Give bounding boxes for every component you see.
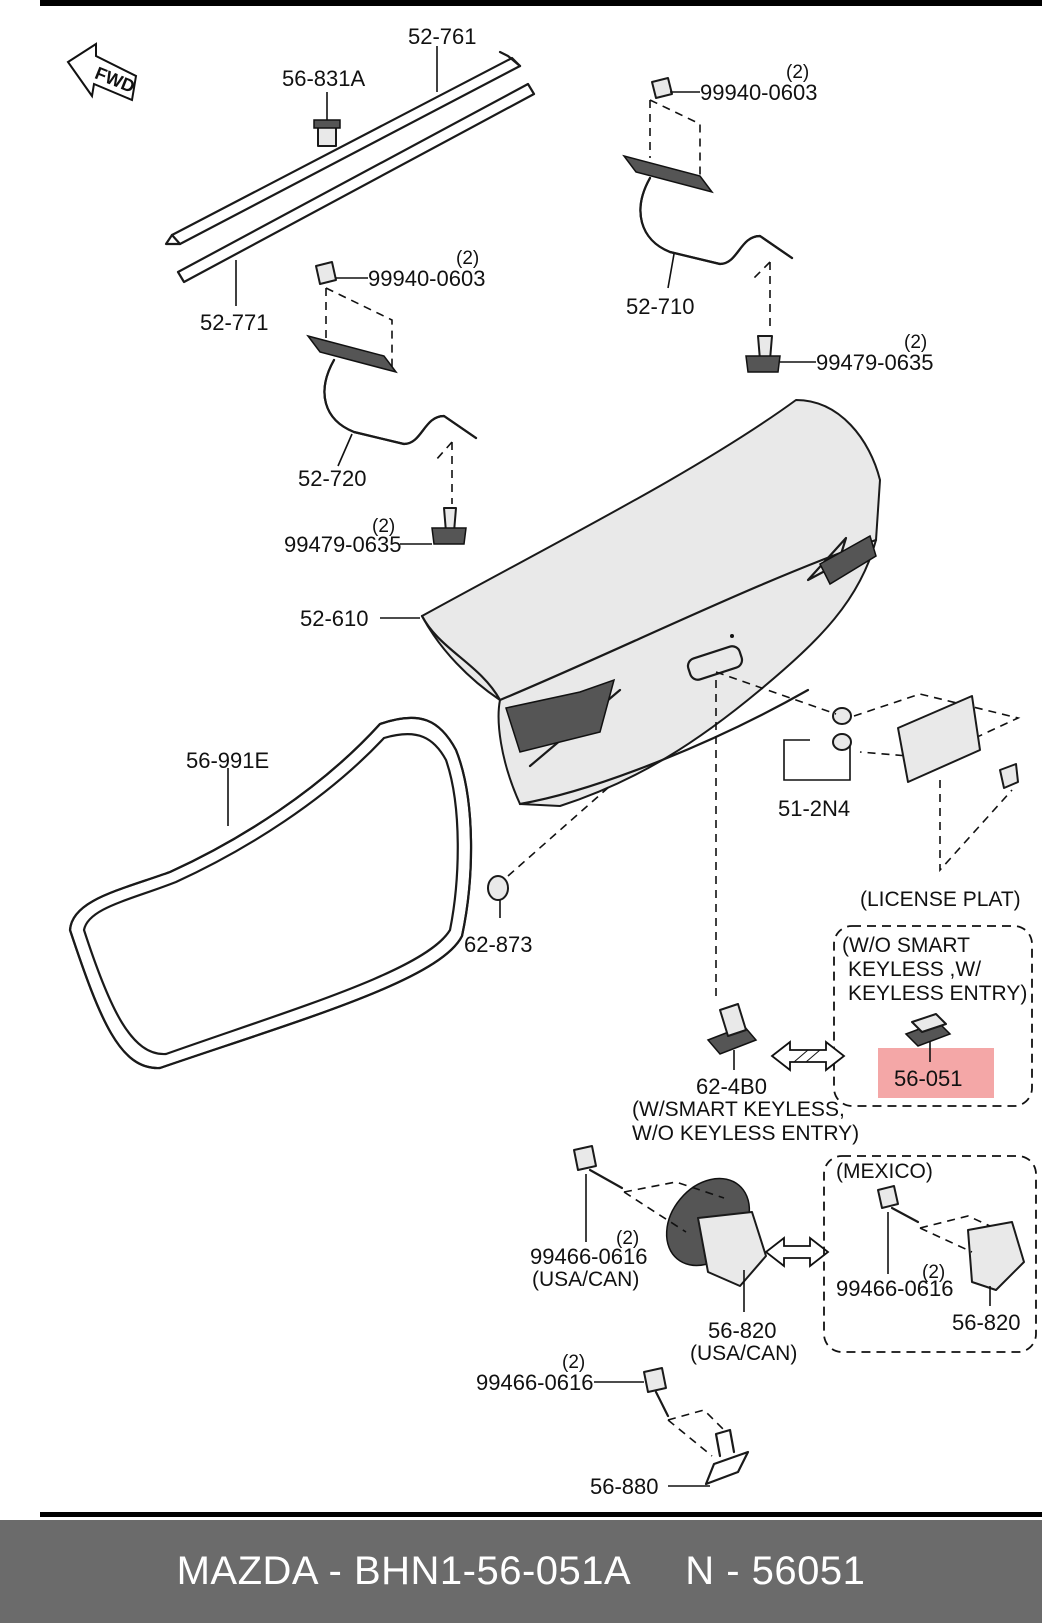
footer-part-number: MAZDA - BHN1-56-051A [176,1549,632,1593]
double-arrow-icon [770,1040,846,1072]
assembly-line [623,1181,725,1233]
label-99466-0616-c: 99466-0616 [476,1370,593,1395]
label-62-4b0: 62-4B0 [696,1074,767,1099]
label-99466-0616-a: 99466-0616 [530,1244,647,1269]
footer-reference: N - 56051 [685,1549,866,1593]
assembly-line [667,1409,725,1457]
hinge-52-720 [306,261,478,545]
label-52-771: 52-771 [200,310,269,335]
label-99479-0635-b: 99479-0635 [284,532,401,557]
trunk-lid-52-610 [420,399,881,807]
note-usa-can-b: (USA/CAN) [690,1342,797,1365]
grommet-51-2n4 [832,707,852,751]
note-wo-smart-3: KEYLESS ENTRY) [848,982,1027,1005]
assembly-line [715,671,1021,759]
label-99466-0616-b: 99466-0616 [836,1276,953,1301]
label-56-880: 56-880 [590,1474,659,1499]
box-wo-smart-keyless [833,925,1033,1107]
highlight-56-051 [878,1048,994,1098]
double-arrow-icon [764,1236,830,1268]
assembly-line [649,99,701,180]
switch-56-051 [904,1013,952,1047]
assembly-line [435,441,453,504]
assembly-line [939,780,1013,873]
label-56-820-a: 56-820 [708,1318,777,1343]
label-52-610: 52-610 [300,606,369,631]
note-w-smart-2: W/O KEYLESS ENTRY) [632,1122,859,1145]
label-99479-0635-a: 99479-0635 [816,350,933,375]
label-56-820-b: 56-820 [952,1310,1021,1335]
note-wo-smart-1: (W/O SMART [842,934,970,957]
assembly-line [751,261,771,330]
qty-99940-0603-b: (2) [456,248,479,269]
qty-99479-0635-a: (2) [904,332,927,353]
note-wo-smart-2: KEYLESS ,W/ [848,958,981,981]
leader [337,433,353,467]
weatherstrip-56-991e [68,716,473,1070]
label-56-831a: 56-831A [282,66,366,91]
label-52-720: 52-720 [298,466,367,491]
qty-99479-0635-b: (2) [372,516,395,537]
bottom-border [40,1512,1042,1517]
label-56-051: 56-051 [894,1066,963,1091]
latch-56-820-usa-can [573,1145,767,1287]
qty-99466-0616-b: (2) [922,1262,945,1283]
latch-56-820-mexico [877,1185,1025,1291]
note-license-plate: (LICENSE PLAT) [860,888,1021,911]
leader [783,739,851,781]
note-w-smart-1: (W/SMART KEYLESS, [632,1098,845,1121]
qty-99466-0616-a: (2) [616,1228,639,1249]
striker-56-880 [643,1367,750,1486]
assembly-line [919,1215,991,1253]
qty-99466-0616-c: (2) [562,1352,585,1373]
switch-62-4b0 [706,1003,758,1055]
assembly-line [325,287,393,372]
fwd-arrow-icon: FWD [66,42,138,102]
label-99940-0603-a: 99940-0603 [700,80,817,105]
label-99940-0603-b: 99940-0603 [368,266,485,291]
label-52-710: 52-710 [626,294,695,319]
license-plate-bracket [897,695,1019,789]
clip-56-831a [313,119,341,147]
label-56-991e: 56-991E [186,748,269,773]
label-52-761: 52-761 [408,24,477,49]
hinge-52-710 [622,77,794,373]
note-mexico: (MEXICO) [836,1160,933,1183]
label-62-873: 62-873 [464,932,533,957]
note-usa-can-a: (USA/CAN) [532,1268,639,1291]
leader [667,253,675,289]
torsion-bar-52-761 [164,50,536,284]
label-51-2n4: 51-2N4 [778,796,850,821]
qty-99940-0603-a: (2) [786,62,809,83]
footer-bar: MAZDA - BHN1-56-051A N - 56051 [0,1520,1042,1623]
top-border [40,0,1042,6]
box-mexico [823,1155,1037,1353]
parts-diagram: FWD 52-761 52-771 56-831A 99940-0603 (2)… [40,0,1042,1517]
assembly-line [507,785,611,877]
bumper-62-873 [487,875,509,901]
